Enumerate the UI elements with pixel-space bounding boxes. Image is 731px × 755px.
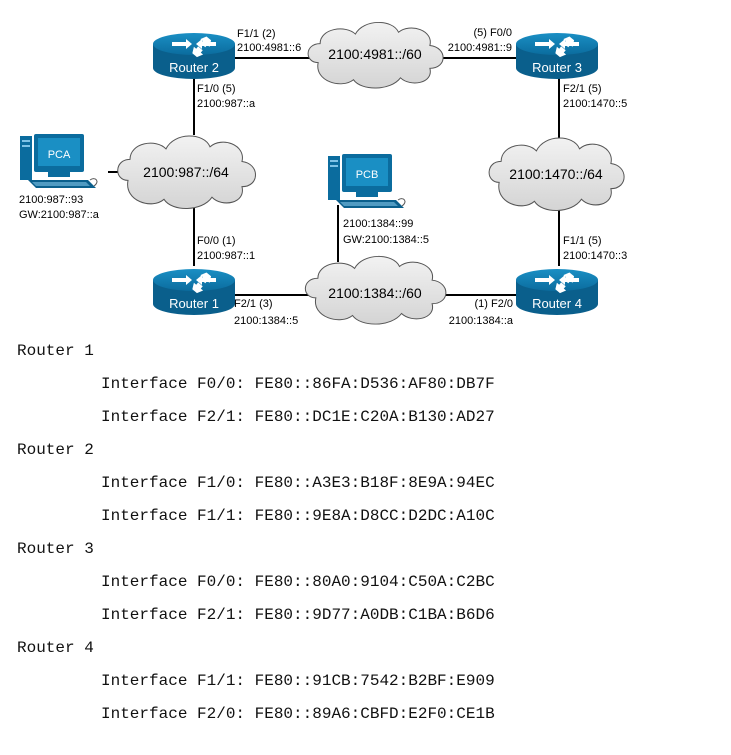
router-3: Router 3 xyxy=(516,33,598,79)
pca-gateway: GW:2100:987::a xyxy=(19,209,100,221)
router-label: Router 3 xyxy=(532,60,582,75)
r1-f21-ip: 2100:1384::5 xyxy=(234,315,298,327)
network-label: 2100:4981::/60 xyxy=(328,46,422,62)
router-heading: Router 3 xyxy=(17,540,94,558)
network-cloud-1470: 2100:1470::/64 xyxy=(488,137,625,212)
network-cloud-987: 2100:987::/64 xyxy=(117,135,257,210)
interface-entry: Interface F0/0: FE80::80A0:9104:C50A:C2B… xyxy=(101,573,495,591)
interface-entry: Interface F1/1: FE80::91CB:7542:B2BF:E90… xyxy=(101,672,495,690)
router-label: Router 4 xyxy=(532,296,582,311)
r1-f21-if: F2/1 (3) xyxy=(234,298,273,310)
router-label: Router 2 xyxy=(169,60,219,75)
interface-entry: Interface F2/0: FE80::89A6:CBFD:E2F0:CE1… xyxy=(101,705,495,723)
router-heading: Router 2 xyxy=(17,441,94,459)
r4-f20-ip: 2100:1384::a xyxy=(449,315,514,327)
network-label: 2100:1384::/60 xyxy=(328,285,422,301)
interface-entry: Interface F2/1: FE80::9D77:A0DB:C1BA:B6D… xyxy=(101,606,495,624)
interface-entry: Interface F2/1: FE80::DC1E:C20A:B130:AD2… xyxy=(101,408,495,426)
r2-f10-ip: 2100:987::a xyxy=(197,98,256,110)
interface-labels: F1/1 (2) 2100:4981::6 (5) F0/0 2100:4981… xyxy=(197,27,627,327)
r4-f11-if: F1/1 (5) xyxy=(563,235,602,247)
r4-f11-ip: 2100:1470::3 xyxy=(563,250,627,262)
router-4: Router 4 xyxy=(516,269,598,315)
network-label: 2100:987::/64 xyxy=(143,164,229,180)
pc-label: PCA xyxy=(48,149,71,161)
link-local-address-list: Router 1 Interface F0/0: FE80::86FA:D536… xyxy=(17,335,717,731)
interface-entry: Interface F1/1: FE80::9E8A:D8CC:D2DC:A10… xyxy=(101,507,495,525)
r3-f00-ip: 2100:4981::9 xyxy=(448,42,512,54)
r1-f00-ip: 2100:987::1 xyxy=(197,250,255,262)
pca-address: 2100:987::93 xyxy=(19,194,83,206)
pc-label: PCB xyxy=(356,169,379,181)
interface-entry: Interface F1/0: FE80::A3E3:B18F:8E9A:94E… xyxy=(101,474,495,492)
r2-f11-if: F1/1 (2) xyxy=(237,28,276,40)
router-heading: Router 1 xyxy=(17,342,94,360)
pc-b: PCB xyxy=(327,153,406,209)
r3-f21-if: F2/1 (5) xyxy=(563,83,602,95)
interface-entry: Interface F0/0: FE80::86FA:D536:AF80:DB7… xyxy=(101,375,495,393)
pcb-address: 2100:1384::99 xyxy=(343,218,413,230)
router-1: Router 1 xyxy=(153,269,235,315)
r3-f21-ip: 2100:1470::5 xyxy=(563,98,627,110)
router-label: Router 1 xyxy=(169,296,219,311)
r1-f00-if: F0/0 (1) xyxy=(197,235,236,247)
r2-f10-if: F1/0 (5) xyxy=(197,83,236,95)
r4-f20-if: (1) F2/0 xyxy=(474,298,513,310)
pcb-gateway: GW:2100:1384::5 xyxy=(343,234,429,246)
links xyxy=(108,57,560,296)
r2-f11-ip: 2100:4981::6 xyxy=(237,42,301,54)
router-heading: Router 4 xyxy=(17,639,94,657)
network-diagram: 2100:4981::/60 2100:987::/64 2100:1470::… xyxy=(19,21,627,327)
pc-a: PCA xyxy=(19,133,98,189)
network-cloud-1384: 2100:1384::/60 xyxy=(304,255,447,325)
router-2: Router 2 xyxy=(153,33,235,79)
network-label: 2100:1470::/64 xyxy=(509,166,603,182)
r3-f00-if: (5) F0/0 xyxy=(473,27,512,39)
network-cloud-4981: 2100:4981::/60 xyxy=(307,21,444,89)
